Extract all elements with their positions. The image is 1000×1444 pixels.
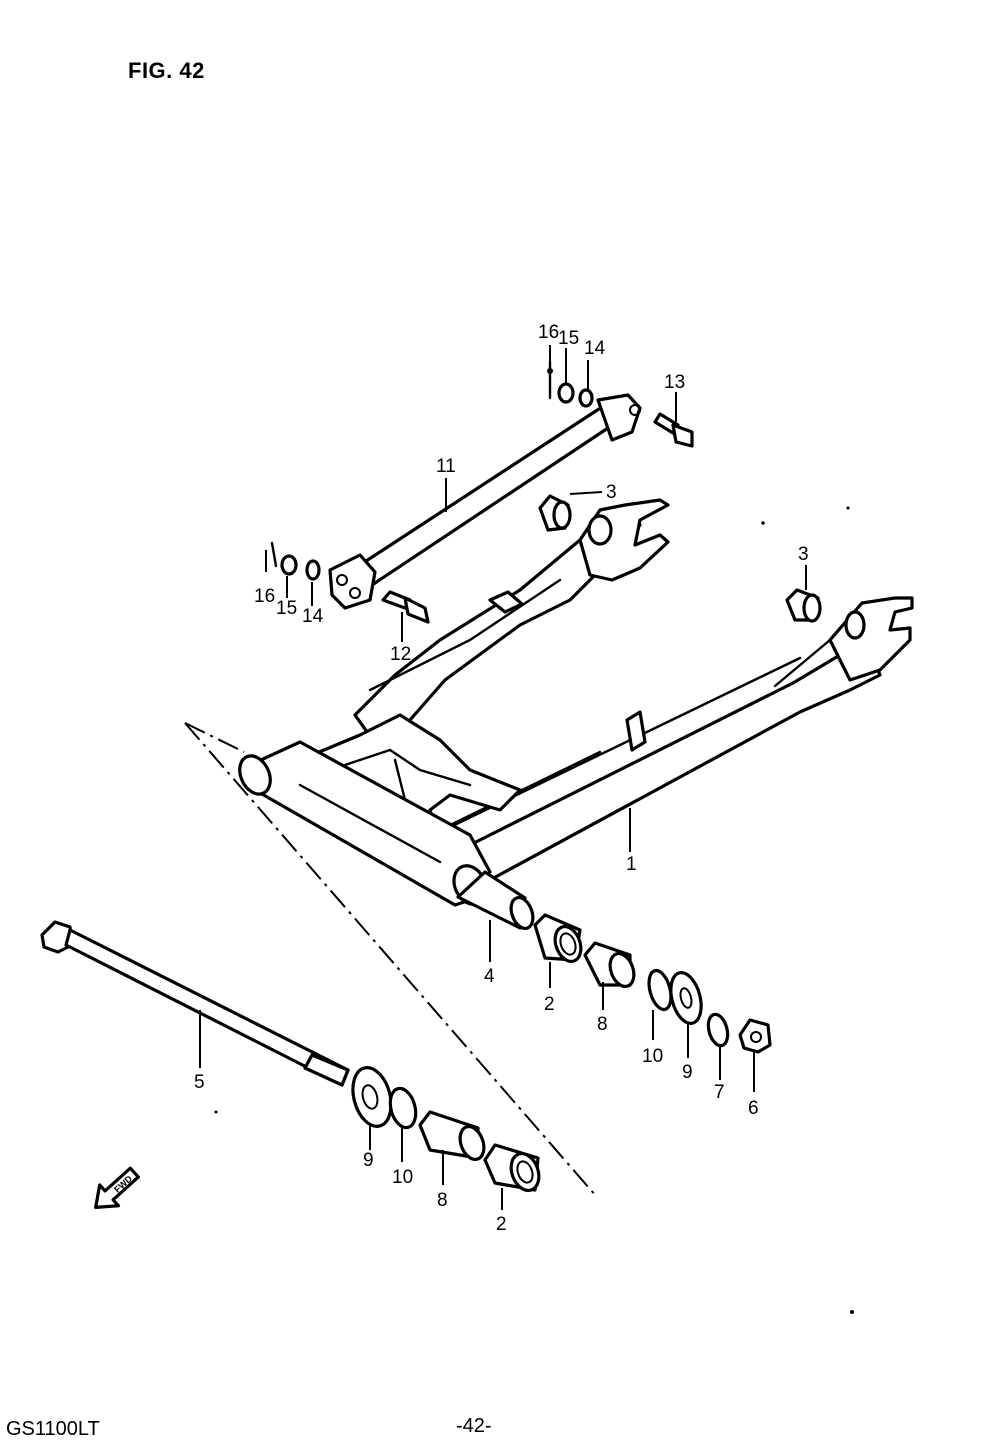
footer-model: GS1100LT — [6, 1418, 100, 1440]
callout-13: 13 — [664, 372, 685, 393]
callout-9-upper: 9 — [682, 1062, 693, 1083]
callout-16-left: 16 — [254, 586, 275, 607]
part-4-spacer — [456, 870, 535, 931]
part-8-collar-lower — [418, 1110, 486, 1162]
part-13-bolt — [653, 412, 694, 448]
fig-title: FIG. 42 — [128, 58, 205, 83]
alignment-line-diagonal — [184, 722, 597, 1197]
part-14-washer-top — [578, 388, 594, 408]
callout-15-left: 15 — [276, 598, 297, 619]
part-8-collar-upper — [583, 941, 636, 989]
alignment-line-upper — [184, 722, 245, 753]
part-12-bolt — [381, 590, 430, 624]
callout-8-upper: 8 — [597, 1014, 608, 1035]
callout-7: 7 — [714, 1082, 725, 1103]
callout-10-lower: 10 — [392, 1167, 413, 1188]
part-6-nut — [738, 1018, 772, 1054]
callout-9-lower: 9 — [363, 1150, 374, 1171]
callout-5: 5 — [194, 1072, 205, 1093]
callout-2-lower: 2 — [496, 1214, 507, 1235]
callout-6: 6 — [748, 1098, 759, 1119]
part-15-castle-nut-left — [280, 554, 298, 576]
swingarm-body — [238, 498, 914, 907]
callout-14-left: 14 — [302, 606, 324, 627]
part-9-seal-upper — [669, 971, 703, 1025]
part-11-rod — [328, 393, 642, 610]
part-7-washer — [706, 1012, 730, 1048]
part-9-seal-lower — [351, 1066, 393, 1128]
part-3-bushing-upper — [538, 494, 572, 532]
part-14-washer-left — [305, 559, 321, 581]
part-2-bearing-lower — [483, 1143, 541, 1192]
part-10-washer-lower — [388, 1086, 418, 1130]
part-16-cotter-pin-left — [270, 541, 278, 568]
footer-page-number: -42- — [456, 1415, 492, 1437]
callout-16-top: 16 — [538, 322, 559, 343]
callout-12: 12 — [390, 644, 411, 665]
callout-4: 4 — [484, 966, 495, 987]
callout-1: 1 — [626, 854, 637, 875]
part-16-cotter-pin-top — [547, 360, 553, 400]
part-3-bushing-right — [785, 588, 822, 623]
callout-2-upper: 2 — [544, 994, 555, 1015]
callout-15-top: 15 — [558, 328, 579, 349]
callout-8-lower: 8 — [437, 1190, 448, 1211]
callout-10-upper: 10 — [642, 1046, 663, 1067]
callout-3-right: 3 — [798, 544, 809, 565]
fwd-arrow-icon: FWD — [94, 1166, 140, 1209]
callout-14-top: 14 — [584, 338, 606, 359]
callout-11: 11 — [436, 456, 456, 477]
callout-3-upper: 3 — [606, 482, 617, 503]
part-15-castle-nut-top — [557, 382, 575, 404]
part-5-pivot-bolt — [40, 920, 350, 1087]
part-2-bearing-upper — [533, 913, 583, 964]
